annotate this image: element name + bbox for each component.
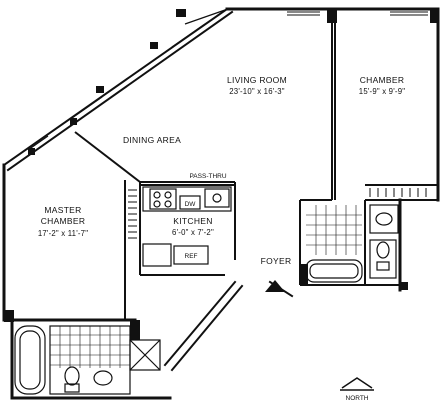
master-chamber-label-line2: CHAMBER <box>41 216 86 226</box>
chamber-bath <box>305 204 399 283</box>
master-bath <box>14 325 161 395</box>
master-chamber-dims: 17'-2" x 11'-7" <box>38 229 88 238</box>
pass-thru-label: PASS-THRU <box>189 173 226 180</box>
master-bath-tiles <box>50 326 130 368</box>
chamber-label: CHAMBER <box>360 75 405 85</box>
north-label: NORTH <box>346 395 369 402</box>
top-windows <box>287 11 428 16</box>
closet-hatch <box>128 189 137 239</box>
master-chamber-label-line1: MASTER <box>44 205 81 215</box>
interior-walls <box>74 9 438 320</box>
foyer-label: FOYER <box>261 256 292 266</box>
kitchen-dims: 6'-0" x 7'-2" <box>172 228 214 237</box>
dining-area-label: DINING AREA <box>123 135 181 145</box>
living-room-dims: 23'-10" x 16'-3" <box>229 87 285 96</box>
entry-arrow <box>265 280 285 292</box>
kitchen-label: KITCHEN <box>173 216 212 226</box>
chamber-bath-tiles <box>306 205 362 255</box>
chamber-closet <box>369 188 427 197</box>
north-arrow-icon <box>340 377 374 391</box>
chamber-dims: 15'-9" x 9'-9" <box>359 87 405 96</box>
diagonal-windows <box>27 9 226 151</box>
kitchen-fixtures <box>142 186 232 267</box>
refrigerator-label: REF <box>185 253 198 260</box>
living-room-label: LIVING ROOM <box>227 75 287 85</box>
dishwasher-label: DW <box>185 201 197 208</box>
